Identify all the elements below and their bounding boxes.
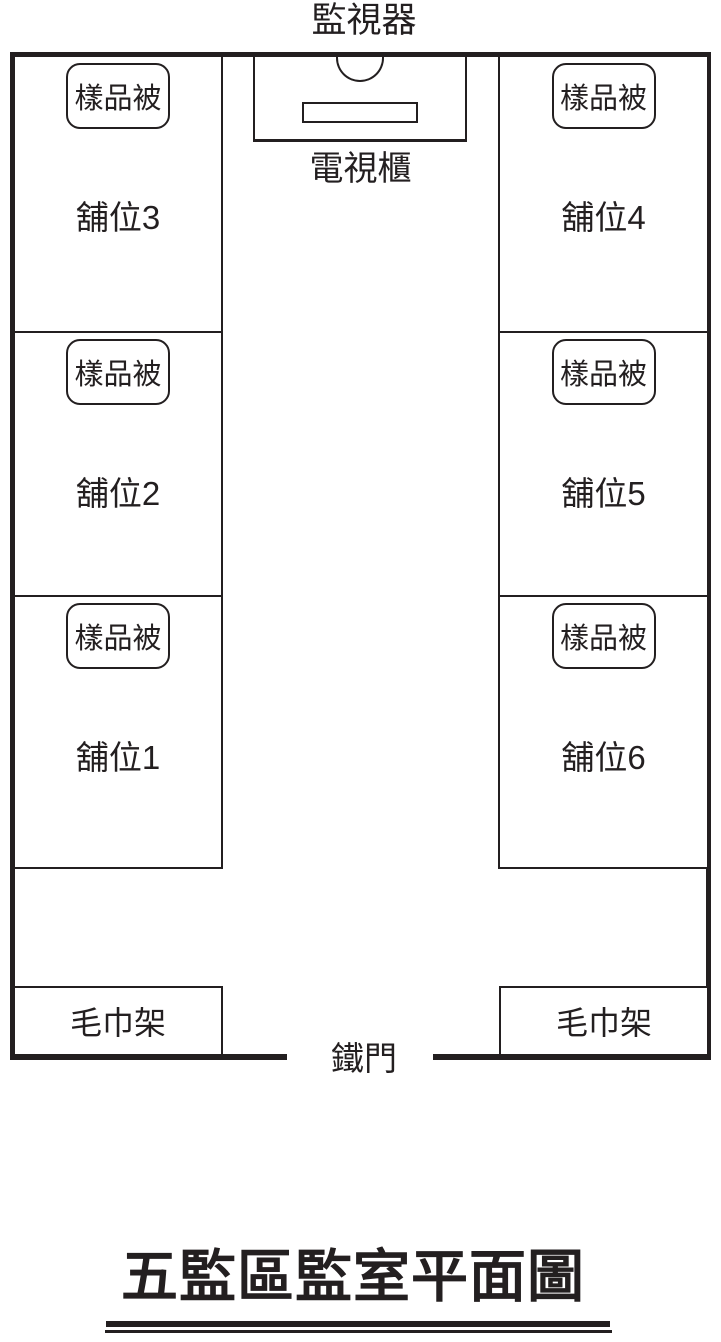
towel-rack-left: 毛巾架 (15, 986, 223, 1054)
room-name-berth-5: 舖位5 (561, 475, 646, 512)
room-name-berth-6: 舖位6 (561, 739, 646, 776)
room-name-berth-4: 舖位4 (561, 199, 646, 236)
wall-right (706, 52, 711, 1060)
sample-quilt-label: 樣品被 (74, 83, 162, 115)
title-underline-thin (105, 1330, 612, 1333)
wall-bottom-right (433, 1054, 711, 1060)
sample-quilt-box: 樣品被 (66, 603, 170, 669)
sample-quilt-box: 樣品被 (66, 339, 170, 405)
page-title: 五監區監室平面圖 (121, 1246, 585, 1309)
room-berth-1: 樣品被 舖位1 (15, 597, 223, 869)
sample-quilt-label: 樣品被 (74, 359, 162, 391)
sample-quilt-box: 樣品被 (66, 63, 170, 129)
room-berth-4: 樣品被 舖位4 (498, 57, 707, 333)
towel-rack-label: 毛巾架 (555, 1005, 652, 1041)
iron-door-label: 鐵門 (331, 1040, 397, 1077)
sample-quilt-box: 樣品被 (551, 603, 656, 669)
sample-quilt-box: 樣品被 (551, 339, 656, 405)
tv-cabinet-label: 電視櫃 (309, 150, 412, 188)
monitor-label: 監視器 (311, 1, 417, 40)
towel-rack-label: 毛巾架 (69, 1005, 166, 1041)
towel-rack-right: 毛巾架 (499, 986, 707, 1054)
sample-quilt-label: 樣品被 (559, 83, 647, 115)
tv-screen (302, 102, 418, 123)
title-underline-thick (106, 1321, 610, 1327)
room-berth-3: 樣品被 舖位3 (15, 57, 223, 333)
sample-quilt-label: 樣品被 (74, 623, 162, 655)
room-name-berth-2: 舖位2 (75, 475, 161, 512)
sample-quilt-box: 樣品被 (551, 63, 656, 129)
room-berth-5: 樣品被 舖位5 (498, 333, 707, 597)
wall-left (10, 52, 15, 1060)
room-name-berth-1: 舖位1 (75, 739, 161, 776)
room-name-berth-3: 舖位3 (75, 199, 161, 236)
wall-bottom-left (10, 1054, 287, 1060)
sample-quilt-label: 樣品被 (559, 359, 647, 391)
camera-semicircle-icon (336, 57, 384, 82)
room-berth-6: 樣品被 舖位6 (498, 597, 707, 869)
tv-cabinet (253, 57, 467, 142)
wall-top (10, 52, 711, 57)
room-berth-2: 樣品被 舖位2 (15, 333, 223, 597)
sample-quilt-label: 樣品被 (559, 623, 647, 655)
